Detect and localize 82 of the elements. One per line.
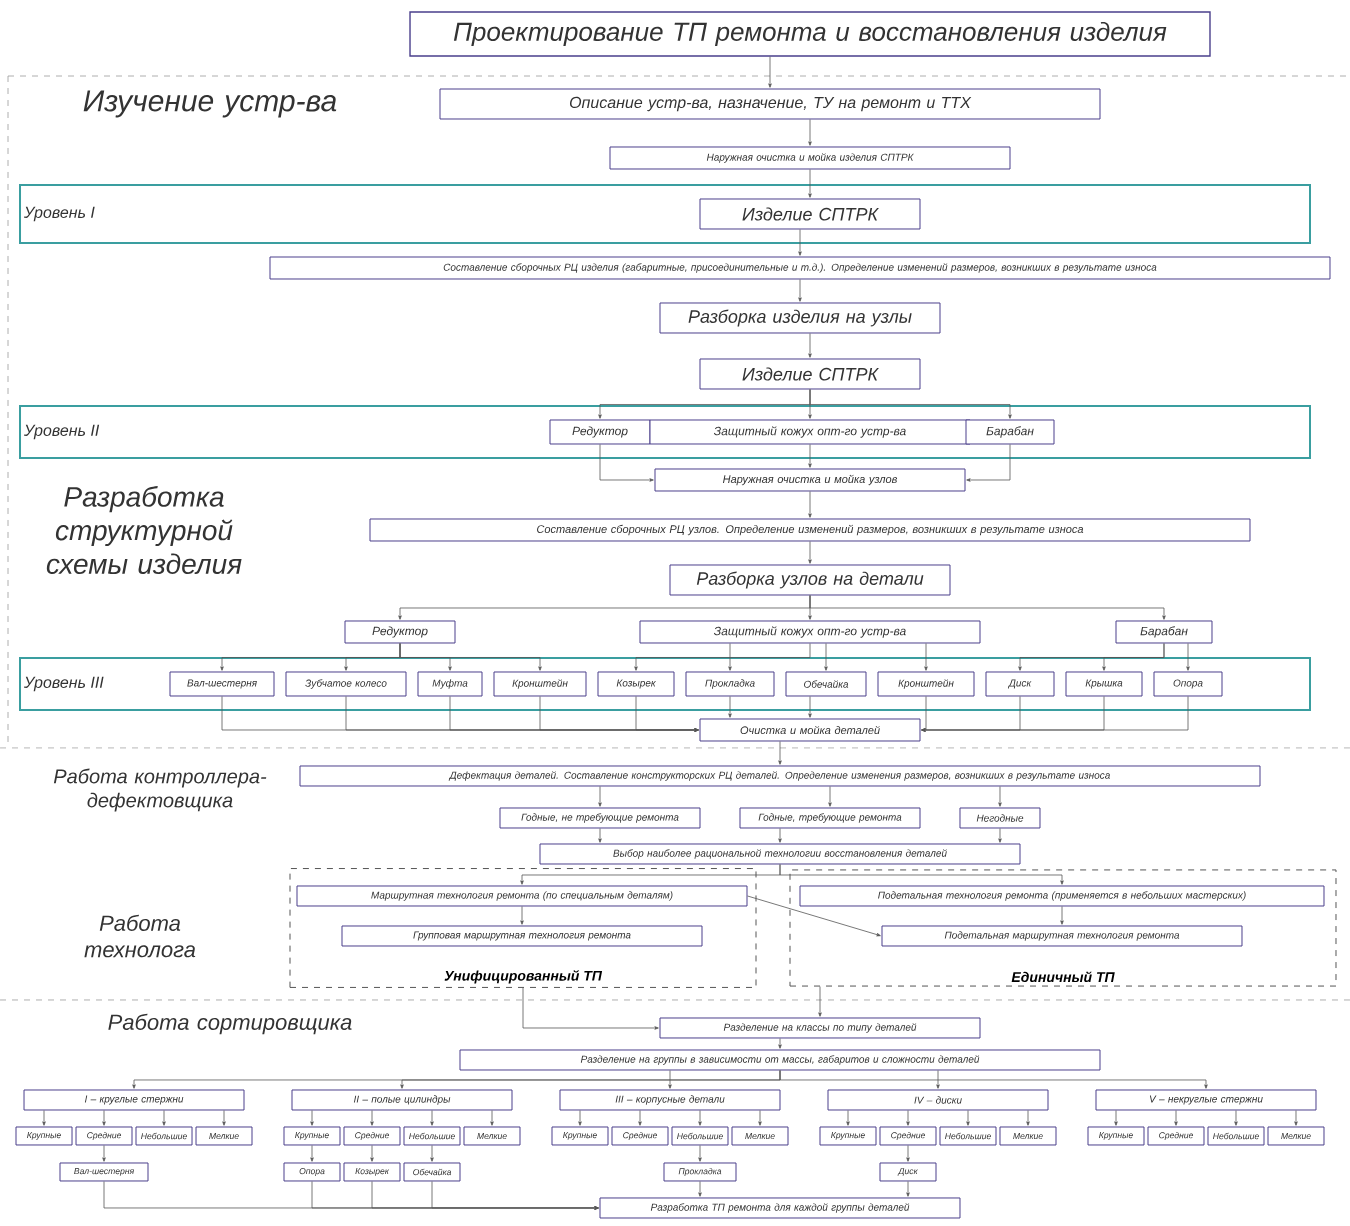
arrow: [998, 828, 1002, 843]
arrow: [808, 119, 812, 146]
arrow: [1060, 906, 1064, 925]
arrow: [906, 1181, 910, 1197]
arrow: [778, 828, 782, 843]
arrow: [779, 864, 1064, 885]
section-heading: Работа технолога: [84, 914, 196, 958]
arrow: [747, 895, 881, 937]
arrow: [599, 444, 654, 482]
arrow: [758, 1110, 762, 1126]
arrow: [778, 1038, 782, 1049]
arrow: [102, 1110, 106, 1126]
arrow: [921, 696, 1189, 732]
arrow: [370, 1110, 374, 1126]
arrow: [310, 1110, 314, 1126]
arrow: [1026, 1110, 1030, 1126]
section-heading: Разработка структурной схемы изделия: [46, 486, 242, 574]
arrow: [808, 444, 812, 468]
arrow: [924, 643, 928, 671]
arrow: [798, 279, 802, 302]
arrow: [430, 1145, 434, 1162]
arrow: [399, 643, 542, 671]
process-box: Изделие СПТРК: [699, 198, 921, 230]
title-box: Проектирование ТП ремонта и восстановления изделия: [409, 11, 1211, 57]
arrow: [598, 828, 602, 843]
arrow: [966, 1110, 970, 1126]
arrow: [102, 1145, 106, 1162]
section-heading: Изучение устр-ва: [83, 90, 337, 118]
process-box: Разборка узлов на детали: [669, 564, 951, 596]
process-box: Разборка изделия на узлы: [659, 302, 941, 334]
arrow: [846, 1110, 850, 1126]
arrow: [768, 56, 772, 88]
arrow: [921, 696, 927, 732]
arrow: [1102, 643, 1165, 671]
arrow: [808, 541, 812, 564]
arrow: [808, 169, 812, 198]
arrow: [809, 595, 1166, 620]
arrow: [162, 1110, 166, 1126]
arrow: [809, 389, 1012, 419]
arrow: [808, 491, 812, 518]
arrow: [808, 696, 812, 718]
section-heading: Работа контроллера-дефектовщика: [53, 768, 267, 812]
arrow: [638, 1110, 642, 1126]
arrow: [828, 786, 832, 807]
arrow: [966, 444, 1011, 482]
arrow: [906, 1145, 910, 1162]
arrow: [598, 786, 602, 807]
arrow: [728, 643, 732, 671]
arrow: [430, 1110, 434, 1126]
arrow: [1186, 643, 1190, 671]
process-box: Изделие СПТРК: [699, 358, 921, 390]
arrow: [1174, 1110, 1178, 1126]
arrow: [818, 986, 822, 1017]
arrow: [824, 643, 828, 671]
arrow: [370, 1145, 374, 1162]
arrow: [42, 1110, 46, 1126]
arrow: [698, 1181, 702, 1197]
process-box: Описание устр-ва, назначение, ТУ на ремонт и ТТХ: [439, 88, 1101, 120]
arrow: [728, 696, 732, 718]
arrow: [936, 1070, 940, 1089]
section-heading: Работа сортировщика: [108, 1013, 352, 1035]
arrow: [698, 1110, 702, 1126]
arrow: [431, 1181, 599, 1210]
arrow: [779, 1070, 1208, 1089]
arrow: [778, 741, 782, 765]
arrow: [808, 333, 812, 358]
arrow: [668, 1070, 672, 1089]
arrow: [798, 229, 802, 256]
arrow: [998, 786, 1002, 807]
arrow: [520, 906, 524, 925]
arrow: [1234, 1110, 1238, 1126]
arrow: [635, 696, 699, 732]
arrow: [1114, 1110, 1118, 1126]
arrow: [698, 1145, 702, 1162]
arrow: [222, 1110, 226, 1126]
arrow: [578, 1110, 582, 1126]
arrow: [522, 987, 659, 1030]
arrow: [490, 1110, 494, 1126]
arrow: [310, 1145, 314, 1162]
arrow: [634, 643, 811, 671]
arrow: [1294, 1110, 1298, 1126]
arrow: [906, 1110, 910, 1126]
